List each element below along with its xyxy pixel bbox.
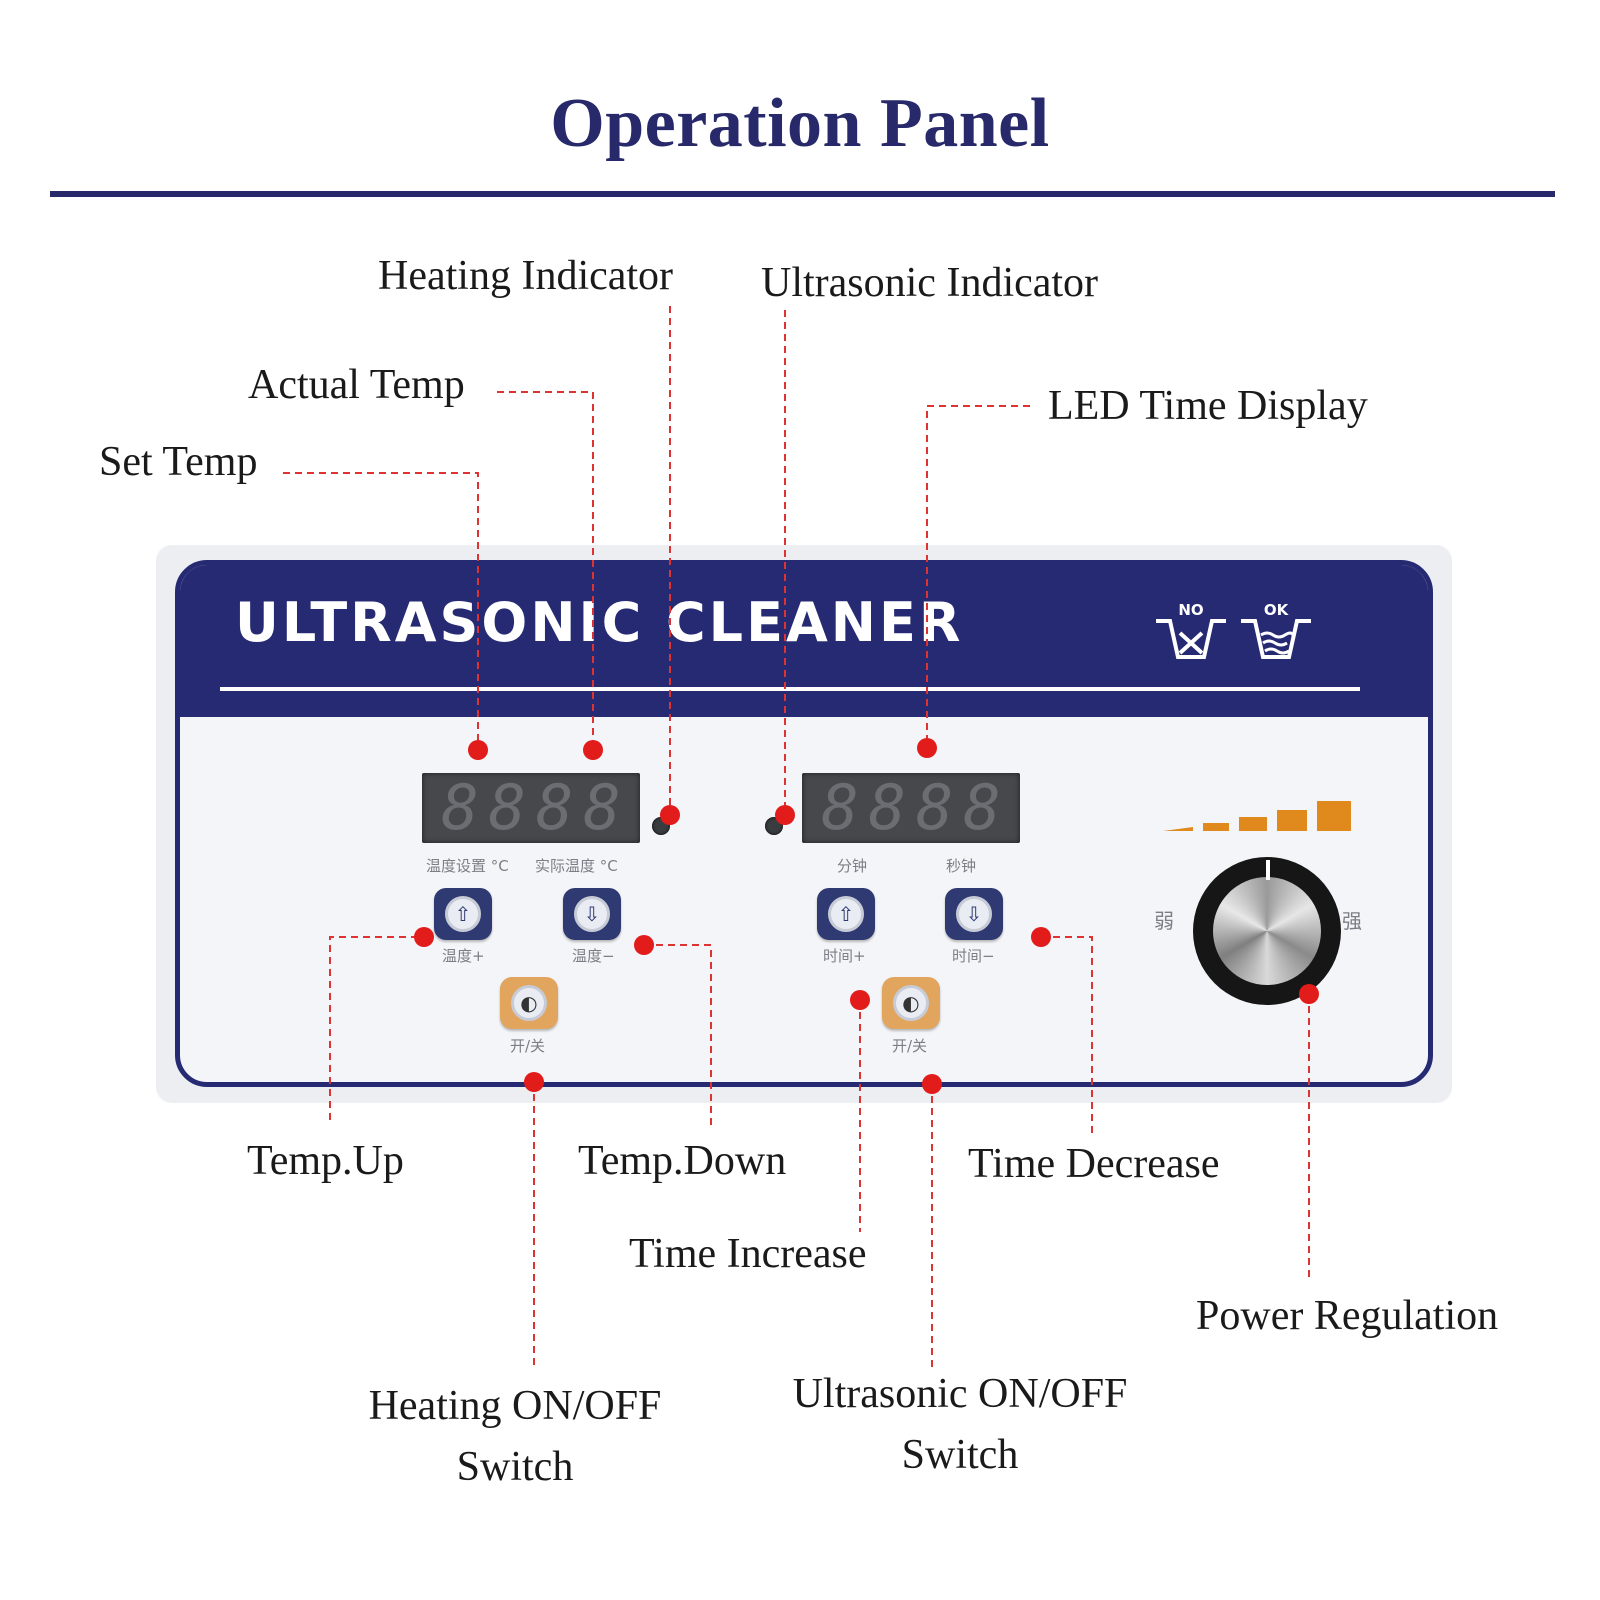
arrow-up-icon: ⇧ bbox=[445, 896, 481, 932]
label-power-regulation: Power Regulation bbox=[1196, 1293, 1499, 1339]
label-heating-switch-line1: Heating ON/OFF bbox=[368, 1383, 662, 1429]
ok-basin-icon: OK bbox=[1237, 601, 1315, 667]
label-heating-indicator: Heating Indicator bbox=[378, 253, 674, 299]
arrow-up-icon: ⇧ bbox=[828, 896, 864, 932]
label-temp-down: Temp.Down bbox=[578, 1138, 787, 1184]
title-divider bbox=[50, 191, 1555, 197]
power-icon: ◐ bbox=[511, 985, 547, 1021]
callout-dot-time-decrease bbox=[1031, 927, 1051, 947]
callout-dot-set-temp bbox=[468, 740, 488, 760]
power-knob-face bbox=[1213, 877, 1321, 985]
no-basin-icon: NO bbox=[1152, 601, 1230, 667]
callout-dot-led-time bbox=[917, 738, 937, 758]
callout-dot-temp-up bbox=[414, 927, 434, 947]
callout-dot-heating-switch bbox=[524, 1072, 544, 1092]
set-temp-sublabel: 温度设置 °C bbox=[426, 857, 509, 875]
callout-dot-power-regulation bbox=[1299, 984, 1319, 1004]
temp-digit: 8 bbox=[488, 771, 526, 844]
temp-led-display: 8 8 8 8 bbox=[422, 773, 640, 843]
strong-label: 强 bbox=[1342, 909, 1362, 933]
time-digit: 8 bbox=[916, 771, 954, 844]
temp-down-sublabel: 温度− bbox=[572, 947, 615, 965]
temp-digit: 8 bbox=[536, 771, 574, 844]
label-time-increase: Time Increase bbox=[629, 1231, 867, 1277]
panel-brand: ULTRASONIC CLEANER bbox=[235, 591, 964, 654]
temp-up-button[interactable]: ⇧ bbox=[434, 888, 492, 940]
label-ultrasonic-switch-line1: Ultrasonic ON/OFF bbox=[792, 1371, 1128, 1417]
label-led-time-display: LED Time Display bbox=[1048, 383, 1368, 429]
heating-switch-sublabel: 开/关 bbox=[510, 1037, 546, 1055]
ultrasonic-switch-button[interactable]: ◐ bbox=[882, 977, 940, 1029]
callout-dot-ultrasonic-switch bbox=[922, 1074, 942, 1094]
time-down-sublabel: 时间− bbox=[952, 947, 995, 965]
time-digit: 8 bbox=[868, 771, 906, 844]
power-level-steps bbox=[1163, 801, 1351, 831]
ok-tag: OK bbox=[1263, 601, 1289, 619]
heating-switch-button[interactable]: ◐ bbox=[500, 977, 558, 1029]
page-title: Operation Panel bbox=[550, 85, 1050, 162]
arrow-down-icon: ⇩ bbox=[574, 896, 610, 932]
label-temp-up: Temp.Up bbox=[247, 1138, 404, 1184]
temp-digit: 8 bbox=[583, 771, 621, 844]
time-digit: 8 bbox=[963, 771, 1001, 844]
callout-dot-ultrasonic-indicator bbox=[775, 805, 795, 825]
minutes-sublabel: 分钟 bbox=[837, 857, 868, 875]
label-ultrasonic-switch-line2: Switch bbox=[901, 1432, 1019, 1478]
label-heating-switch-line2: Switch bbox=[456, 1444, 574, 1490]
callout-dot-temp-down bbox=[634, 935, 654, 955]
ultrasonic-switch-sublabel: 开/关 bbox=[892, 1037, 928, 1055]
temp-digit: 8 bbox=[441, 771, 479, 844]
arrow-down-icon: ⇩ bbox=[956, 896, 992, 932]
label-actual-temp: Actual Temp bbox=[248, 362, 465, 408]
temp-down-button[interactable]: ⇩ bbox=[563, 888, 621, 940]
weak-label: 弱 bbox=[1154, 909, 1174, 933]
time-digit: 8 bbox=[821, 771, 859, 844]
time-led-display: 8 8 8 8 bbox=[802, 773, 1020, 843]
time-up-sublabel: 时间+ bbox=[823, 947, 866, 965]
time-down-button[interactable]: ⇩ bbox=[945, 888, 1003, 940]
temp-up-sublabel: 温度+ bbox=[442, 947, 485, 965]
knob-indicator-mark bbox=[1266, 860, 1270, 880]
panel-header: ULTRASONIC CLEANER NO OK bbox=[180, 565, 1428, 717]
actual-temp-sublabel: 实际温度 °C bbox=[535, 857, 618, 875]
label-set-temp: Set Temp bbox=[99, 439, 258, 485]
callout-dot-heating-indicator bbox=[660, 805, 680, 825]
label-time-decrease: Time Decrease bbox=[968, 1141, 1220, 1187]
header-rule bbox=[220, 687, 1360, 691]
label-ultrasonic-indicator: Ultrasonic Indicator bbox=[761, 260, 1099, 306]
power-icon: ◐ bbox=[893, 985, 929, 1021]
time-up-button[interactable]: ⇧ bbox=[817, 888, 875, 940]
no-tag: NO bbox=[1178, 601, 1204, 619]
callout-dot-time-increase bbox=[850, 990, 870, 1010]
callout-dot-actual-temp bbox=[583, 740, 603, 760]
seconds-sublabel: 秒钟 bbox=[946, 857, 977, 875]
